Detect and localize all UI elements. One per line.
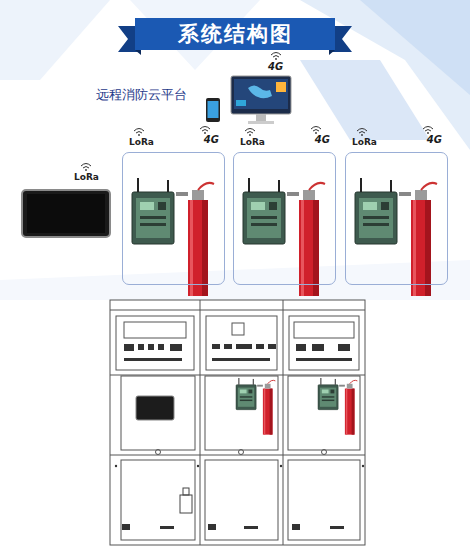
network-label: LoRa (240, 137, 265, 147)
device-group-box: LoRa4G (122, 152, 225, 285)
network-label: LoRa (352, 137, 377, 147)
network-label: LoRa (74, 172, 99, 182)
network-label: 4G (315, 134, 330, 145)
device-node: 远程消防云平台 4G (92, 56, 304, 128)
network-label: LoRa (129, 137, 154, 147)
network-label: 4G (268, 61, 283, 72)
network-label: 4G (204, 134, 219, 145)
network-label: 4G (427, 134, 442, 145)
device-group-box: LoRa4G (233, 152, 336, 285)
device-group-box: LoRa4G (345, 152, 448, 285)
title-banner-text: 系统结构图 (135, 18, 335, 50)
platform-label: 远程消防云平台 (96, 86, 187, 104)
device-node: LoRa (18, 166, 114, 240)
